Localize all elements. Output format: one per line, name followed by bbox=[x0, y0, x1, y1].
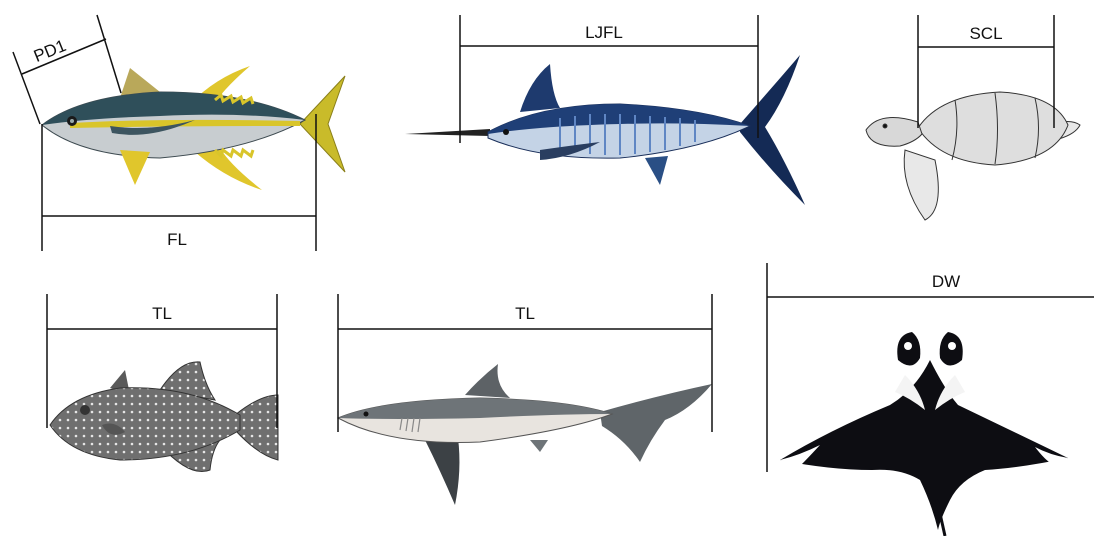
manta-illustration bbox=[780, 332, 1068, 536]
label-tl-shark: TL bbox=[515, 304, 535, 323]
tuna-illustration bbox=[42, 66, 345, 190]
label-dw: DW bbox=[932, 272, 960, 291]
label-ljfl: LJFL bbox=[585, 23, 623, 42]
label-scl: SCL bbox=[969, 24, 1002, 43]
triggerfish-illustration bbox=[50, 362, 278, 472]
shark-illustration bbox=[338, 364, 712, 505]
turtle-illustration bbox=[866, 92, 1080, 220]
label-pd1: PD1 bbox=[31, 36, 69, 66]
marlin-illustration bbox=[405, 55, 805, 205]
label-tl-triggerfish: TL bbox=[152, 304, 172, 323]
label-fl: FL bbox=[167, 230, 187, 249]
